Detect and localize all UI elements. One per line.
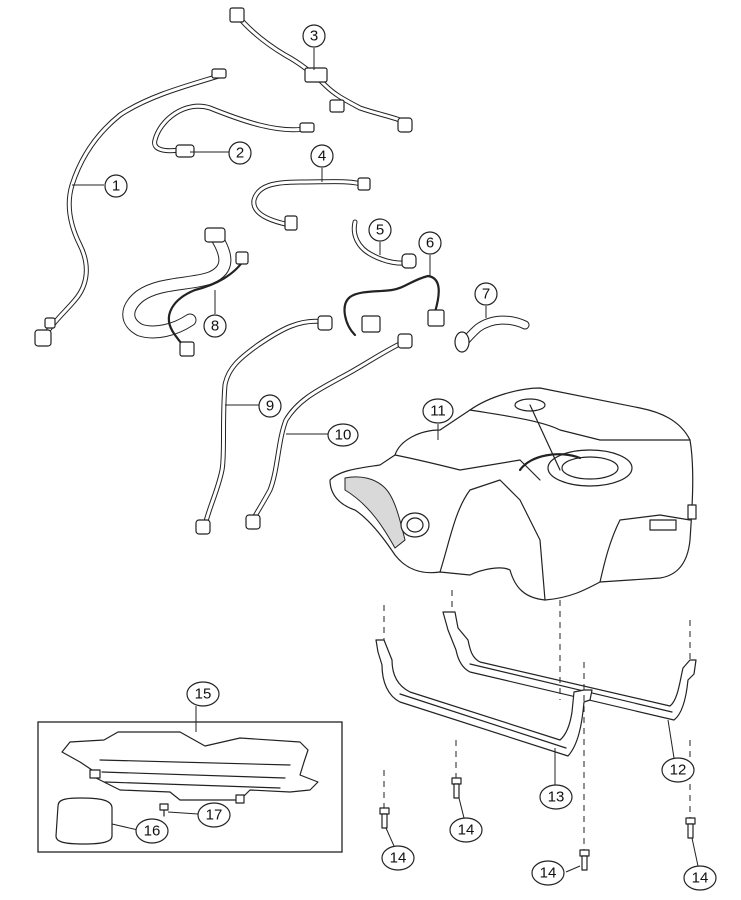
callout-5: 5 <box>368 218 392 242</box>
part-7-filler-tube <box>454 315 530 353</box>
callout-6-label: 6 <box>426 235 434 252</box>
callout-1: 1 <box>104 174 128 198</box>
part-11-fuel-tank <box>329 387 697 601</box>
callout-10: 10 <box>327 423 359 447</box>
callout-9: 9 <box>258 394 282 418</box>
part-5-hose <box>351 219 417 269</box>
part-17-clip <box>159 803 169 817</box>
part-3-fuel-line-assembly <box>229 7 413 133</box>
callout-2: 2 <box>228 141 252 165</box>
callout-14a: 14 <box>381 845 415 871</box>
callout-15-label: 15 <box>195 686 212 703</box>
callout-1-label: 1 <box>112 178 120 195</box>
alignment-lines <box>383 590 691 850</box>
callout-4-label: 4 <box>318 148 326 165</box>
part-6-wiring-harness <box>343 274 445 337</box>
part-9-fuel-line <box>195 315 333 535</box>
callout-8: 8 <box>203 314 227 338</box>
callout-16: 16 <box>135 818 169 844</box>
part-4-vapor-hose <box>251 177 371 231</box>
part-8-tube-and-harness <box>122 227 249 357</box>
part-15-heat-shield <box>61 731 319 804</box>
callout-5-label: 5 <box>376 222 384 239</box>
callout-10-label: 10 <box>335 427 352 444</box>
callout-15: 15 <box>186 681 220 707</box>
leader-lines <box>72 48 699 873</box>
inset-box <box>37 721 343 853</box>
callout-14a-label: 14 <box>390 850 407 867</box>
callout-11: 11 <box>422 398 454 424</box>
callout-14d-label: 14 <box>692 870 709 887</box>
callout-2-label: 2 <box>236 145 244 162</box>
callout-7: 7 <box>474 282 498 306</box>
callout-12: 12 <box>661 757 695 783</box>
part-12-tank-strap <box>442 611 697 721</box>
callout-13-label: 13 <box>548 789 565 806</box>
callout-12-label: 12 <box>670 762 687 779</box>
callout-4: 4 <box>310 144 334 168</box>
callout-14c: 14 <box>531 860 565 886</box>
callout-17-label: 17 <box>206 807 223 824</box>
callout-6: 6 <box>418 231 442 255</box>
callout-14b: 14 <box>449 817 483 843</box>
callout-3-label: 3 <box>310 28 318 45</box>
part-1-fuel-line <box>34 68 227 347</box>
callout-7-label: 7 <box>482 286 490 303</box>
part-14-bolt <box>379 777 696 871</box>
part-16-patch <box>55 797 113 845</box>
callout-3: 3 <box>302 24 326 48</box>
callout-14b-label: 14 <box>458 822 475 839</box>
callout-9-label: 9 <box>266 398 274 415</box>
callout-8-label: 8 <box>211 318 219 335</box>
part-10-fuel-line <box>245 333 413 530</box>
part-2-vapor-line <box>152 103 315 158</box>
callout-14d: 14 <box>683 865 717 891</box>
callout-11-label: 11 <box>430 403 446 420</box>
callout-17: 17 <box>197 802 231 828</box>
callout-16-label: 16 <box>144 823 161 840</box>
callout-14c-label: 14 <box>540 865 557 882</box>
callout-13: 13 <box>539 784 573 810</box>
